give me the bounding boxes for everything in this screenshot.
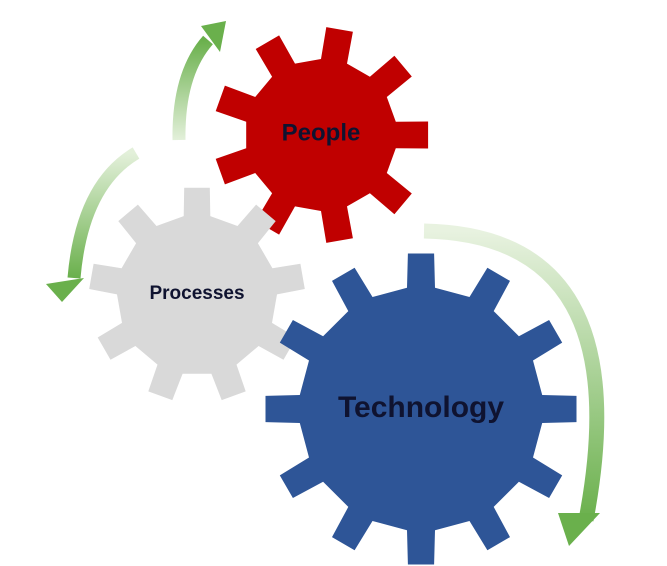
technology-label: Technology [338, 391, 504, 424]
processes-label: Processes [149, 283, 244, 304]
arrow-top-icon [172, 21, 226, 141]
people-label: People [282, 119, 361, 146]
technology-gear-icon [265, 253, 577, 565]
arrow-right-icon [423, 223, 605, 546]
processes-gear-icon [89, 187, 305, 401]
arrow-left-icon [46, 147, 140, 302]
people-gear-icon [215, 27, 429, 243]
